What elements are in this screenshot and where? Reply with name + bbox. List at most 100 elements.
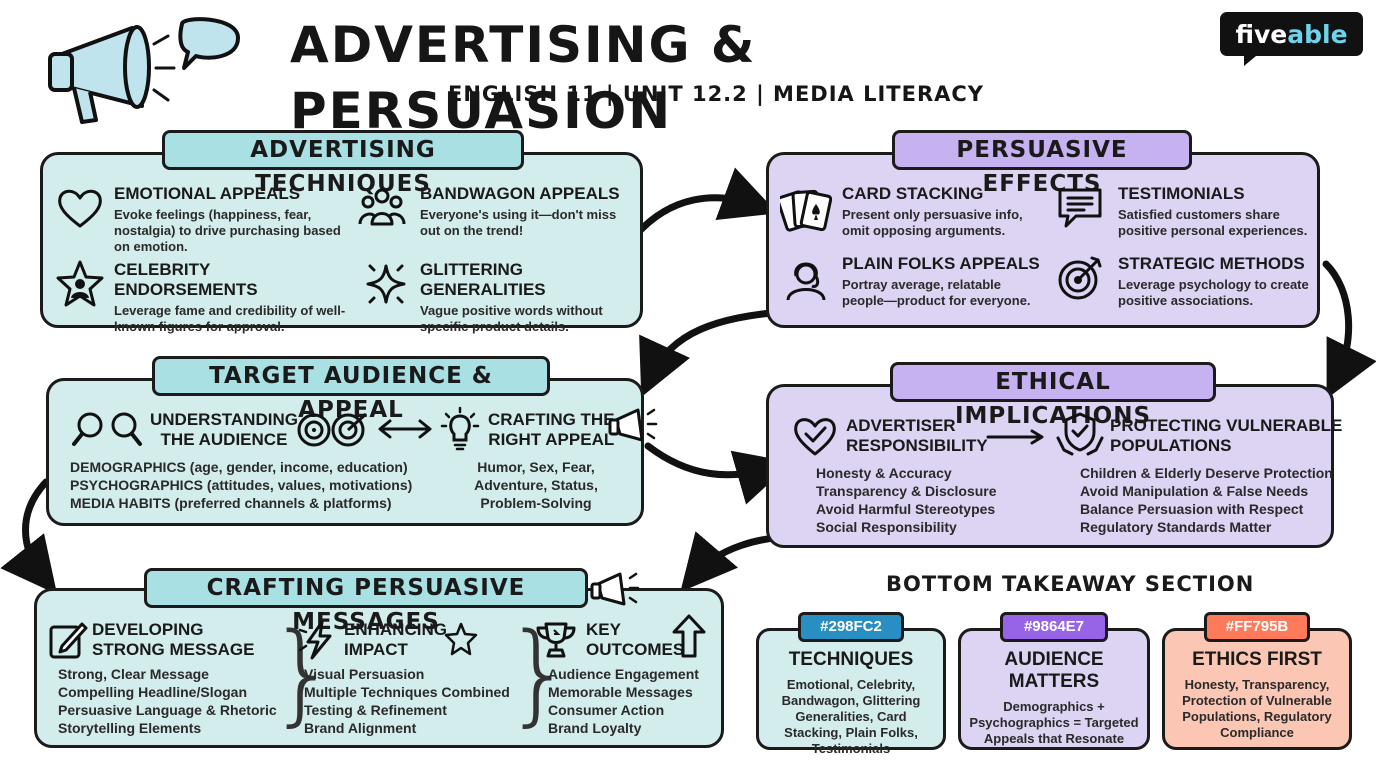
developing-message-heading: DEVELOPING STRONG MESSAGE: [92, 620, 254, 660]
magnifier-icon: [72, 412, 142, 446]
technique-text: Vague positive words without specific pr…: [420, 303, 603, 334]
megaphone-icon: [590, 572, 640, 606]
appeal-line: Adventure, Status,: [474, 477, 598, 493]
takeaway-card-body: Demographics + Psychographics = Targeted…: [969, 699, 1139, 746]
message-line: Storytelling Elements: [58, 720, 202, 736]
audience-factors: DEMOGRAPHICS (age, gender, income, educa…: [70, 458, 412, 512]
heading-line: THE AUDIENCE: [160, 430, 288, 449]
enhancing-impact-list: Visual Persuasion Multiple Techniques Co…: [304, 665, 510, 737]
heart-icon: [56, 184, 104, 232]
effect-text: Present only persuasive info, omit oppos…: [842, 207, 1023, 238]
technique-title: Bandwagon Appeals: [420, 184, 620, 203]
megaphone-icon: [48, 17, 240, 124]
sparkle-icon: [362, 260, 410, 308]
effect-text: Portray average, relatable people—produc…: [842, 277, 1031, 308]
appeal-line: Problem-Solving: [480, 495, 592, 511]
heart-check-icon: [794, 418, 836, 456]
appeal-line: Humor, Sex, Fear,: [477, 459, 595, 475]
technique-text: Leverage fame and credibility of well-kn…: [114, 303, 346, 334]
enhancing-impact-heading: ENHANCING IMPACT: [344, 620, 447, 660]
target-audience-panel: [46, 378, 644, 526]
arrow-effects-to-audience: [639, 308, 784, 398]
speech-bubble-icon: [1056, 184, 1104, 232]
ethics-line: Avoid Harmful Stereotypes: [816, 501, 996, 517]
logo-part-five: five: [1235, 19, 1288, 49]
ethics-line: Social Responsibility: [816, 519, 957, 535]
takeaway-card-title: TECHNIQUES: [788, 649, 914, 670]
heading-line: RIGHT APPEAL: [488, 430, 615, 449]
takeaway-card-title: ETHICS FIRST: [1192, 649, 1322, 670]
person-icon: [782, 254, 830, 302]
effect-title: Plain Folks Appeals: [842, 254, 1040, 273]
audience-line: DEMOGRAPHICS (age, gender, income, educa…: [70, 459, 408, 475]
target-icon: [297, 412, 367, 447]
heading-line: OUTCOMES: [586, 640, 685, 659]
heading-line: IMPACT: [344, 640, 408, 659]
message-line: Testing & Refinement: [304, 702, 447, 718]
heading-line: CRAFTING THE: [488, 410, 615, 429]
arrow-right-icon: [986, 429, 1044, 445]
effect-title: Card Stacking: [842, 184, 984, 203]
technique-emotional-appeals: Emotional Appeals Evoke feelings (happin…: [56, 184, 354, 255]
ethics-line: Honesty & Accuracy: [816, 465, 952, 481]
protecting-populations-heading: PROTECTING VULNERABLE POPULATIONS: [1110, 416, 1342, 456]
protecting-populations-list: Children & Elderly Deserve Protection Av…: [1080, 464, 1333, 536]
advertiser-responsibility-list: Honesty & Accuracy Transparency & Disclo…: [816, 464, 997, 536]
page-subtitle: ENGLISH 11 | UNIT 12.2 | MEDIA LITERACY: [448, 82, 985, 106]
takeaway-card-title: AUDIENCE MATTERS: [1004, 649, 1104, 692]
megaphone-icon: [608, 408, 658, 442]
crafting-appeal-heading: CRAFTING THE RIGHT APPEAL: [488, 410, 615, 450]
arrow-audience-to-ethics: [644, 442, 793, 505]
technique-celebrity-endorsements: Celebrity Endorsements Leverage fame and…: [56, 260, 356, 335]
arrow-up-icon: [672, 614, 706, 658]
heading-line: ENHANCING: [344, 620, 447, 639]
star-icon: [444, 622, 478, 656]
message-line: Visual Persuasion: [304, 666, 425, 682]
takeaway-card-body: Emotional, Celebrity, Bandwagon, Glitter…: [781, 677, 921, 756]
audience-line: PSYCHOGRAPHICS (attitudes, values, motiv…: [70, 477, 413, 493]
effect-testimonials: Testimonials Satisfied customers share p…: [1056, 184, 1314, 239]
technique-text: Everyone's using it—don't miss out on th…: [420, 207, 617, 238]
crowd-icon: [358, 184, 406, 232]
double-arrow-icon: [378, 419, 432, 439]
logo-part-able: able: [1287, 19, 1348, 49]
message-line: Brand Loyalty: [548, 720, 642, 736]
message-line: Brand Alignment: [304, 720, 417, 736]
effect-card-stacking: Card Stacking Present only persuasive in…: [776, 184, 1044, 239]
ethics-line: Transparency & Disclosure: [816, 483, 997, 499]
message-line: Strong, Clear Message: [58, 666, 209, 682]
technique-glittering-generalities: Glittering Generalities Vague positive w…: [362, 260, 636, 335]
appeal-types: Humor, Sex, Fear, Adventure, Status, Pro…: [470, 458, 602, 512]
target-audience-tab: TARGET AUDIENCE & APPEAL: [152, 356, 550, 423]
brace-divider: }: [504, 609, 574, 737]
key-outcomes-heading: KEY OUTCOMES: [586, 620, 684, 660]
takeaway-card-audience: AUDIENCE MATTERS Demographics + Psychogr…: [958, 628, 1150, 750]
arrow-effects-to-ethics: [1322, 260, 1376, 399]
target-icon: [1056, 254, 1104, 302]
effect-title: Testimonials: [1118, 184, 1245, 203]
color-chip-audience: #9864E7: [1000, 612, 1108, 642]
takeaway-card-body: Honesty, Transparency, Protection of Vul…: [1182, 677, 1332, 740]
color-chip-ethics: #FF795B: [1204, 612, 1310, 642]
technique-bandwagon-appeals: Bandwagon Appeals Everyone's using it—do…: [358, 184, 634, 239]
message-line: Multiple Techniques Combined: [304, 684, 510, 700]
advertising-techniques-tab: ADVERTISING TECHNIQUES: [162, 130, 524, 197]
lightbulb-icon: [440, 406, 480, 451]
heading-line: POPULATIONS: [1110, 436, 1232, 455]
message-line: Memorable Messages: [548, 684, 693, 700]
technique-title: Celebrity Endorsements: [114, 260, 258, 299]
developing-message-list: Strong, Clear Message Compelling Headlin…: [58, 665, 277, 737]
technique-title: Glittering Generalities: [420, 260, 546, 299]
takeaway-card-ethics: ETHICS FIRST Honesty, Transparency, Prot…: [1162, 628, 1352, 750]
heading-line: PROTECTING VULNERABLE: [1110, 416, 1343, 435]
ethical-implications-tab: ETHICAL IMPLICATIONS: [890, 362, 1216, 429]
heading-line: RESPONSIBILITY: [846, 436, 988, 455]
message-line: Audience Engagement: [548, 666, 699, 682]
heading-line: ADVERTISER: [846, 416, 956, 435]
ethics-line: Balance Persuasion with Respect: [1080, 501, 1304, 517]
message-line: Compelling Headline/Slogan: [58, 684, 248, 700]
effect-text: Satisfied customers share positive perso…: [1118, 207, 1308, 238]
message-line: Consumer Action: [548, 702, 665, 718]
